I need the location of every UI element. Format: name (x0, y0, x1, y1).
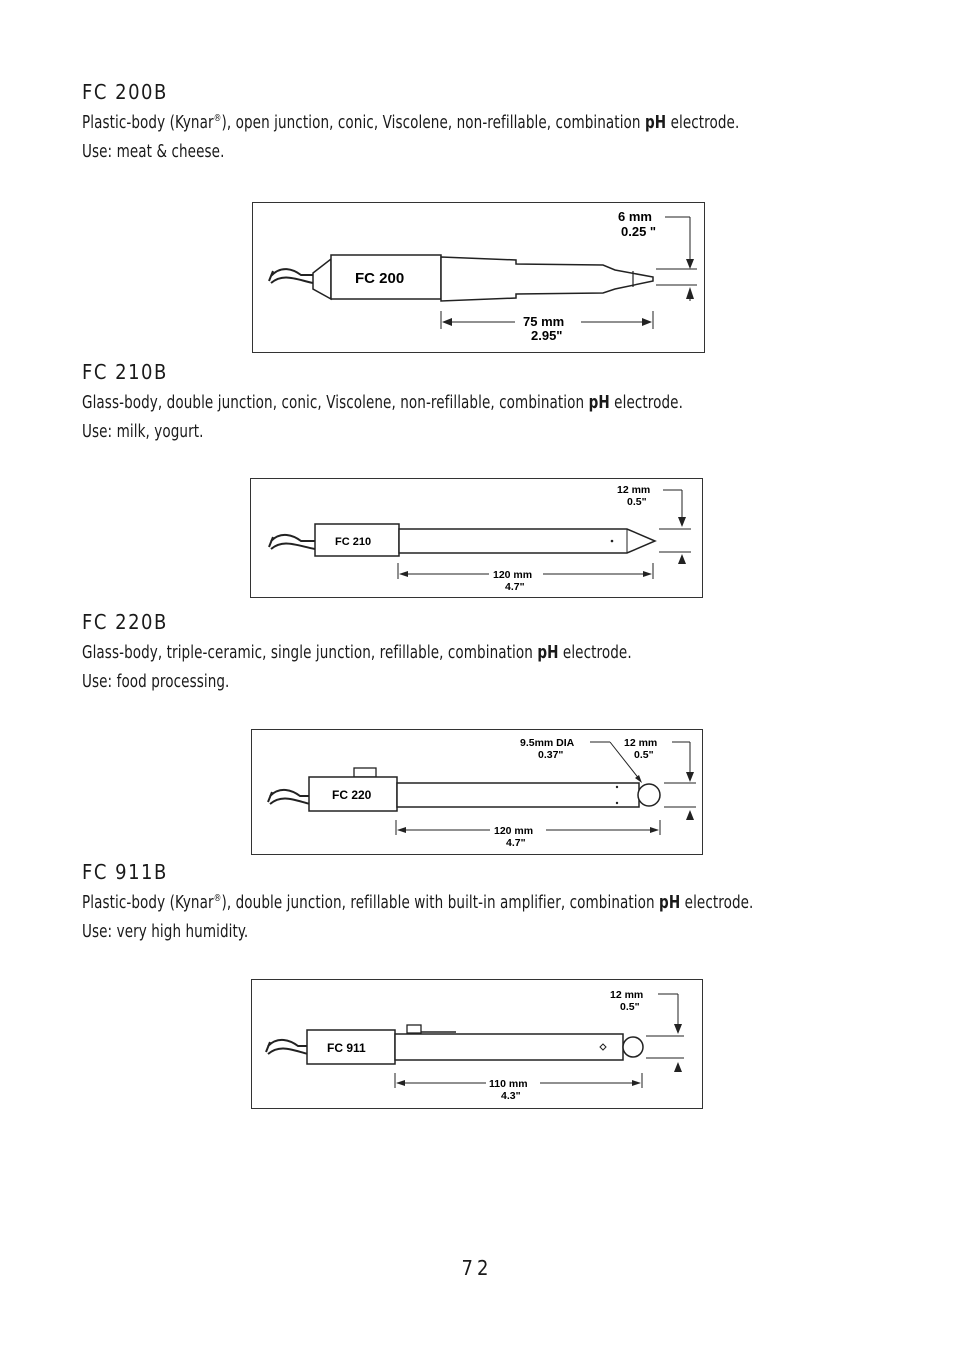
length-dimension-mm: 120 mm (494, 825, 533, 837)
tip-dimension-mm: 12 mm (617, 484, 650, 496)
electrode-diagram-fc220: FC 220 9.5mm DIA 0.37" 12 mm 0.5" 120 mm… (251, 729, 703, 855)
electrode-cap (308, 776, 398, 812)
product-description: Glass-body, triple-ceramic, single junct… (82, 643, 632, 663)
tip-dimension-in: 0.5" (620, 1001, 640, 1013)
electrode-bulb (622, 1036, 644, 1058)
product-section-fc210b: FC 210B Glass-body, double junction, con… (82, 360, 902, 442)
length-dimension-in: 4.7" (505, 581, 525, 593)
electrode-diagram-fc911: FC 911 12 mm 0.5" 110 mm 4.3" (251, 979, 703, 1109)
product-heading: FC 210B (82, 360, 168, 384)
product-use: Use: food processing. (82, 672, 230, 692)
product-use: Use: very high humidity. (82, 922, 249, 942)
tip-dimension-mm: 12 mm (610, 989, 643, 1001)
electrode-label: FC 220 (332, 788, 372, 802)
cable-icon (268, 268, 313, 282)
tip-dimension-in: 0.25 " (621, 224, 656, 239)
product-use: Use: milk, yogurt. (82, 422, 204, 442)
product-heading: FC 220B (82, 610, 168, 634)
electrode-label: FC 911 (327, 1041, 366, 1055)
diameter-dimension-mm: 9.5mm DIA (520, 737, 575, 749)
length-dimension-in: 4.3" (501, 1090, 521, 1102)
length-dimension-in: 4.7" (506, 837, 526, 849)
electrode-body (440, 256, 654, 302)
length-dimension-mm: 75 mm (523, 314, 564, 329)
tip-dimension-mm: 6 mm (618, 209, 652, 224)
tip-dimension-in: 0.5" (634, 749, 654, 761)
product-use: Use: meat & cheese. (82, 142, 225, 162)
page-number: 72 (461, 1256, 493, 1280)
length-dimension-mm: 120 mm (493, 569, 532, 581)
product-section-fc220b: FC 220B Glass-body, triple-ceramic, sing… (82, 610, 902, 692)
electrode-diagram-fc200: FC 200 6 mm 0.25 " 75 mm 2.95" (252, 202, 705, 353)
product-section-fc911b: FC 911B Plastic-body (Kynar®), double ju… (82, 860, 902, 942)
electrode-label: FC 200 (355, 270, 404, 287)
diameter-dimension-in: 0.37" (538, 749, 563, 761)
cable-icon (267, 789, 310, 803)
electrode-body (394, 1033, 624, 1061)
product-section-fc200b: FC 200B Plastic-body (Kynar®), open junc… (82, 80, 902, 162)
cable-icon (268, 534, 315, 548)
product-description: Glass-body, double junction, conic, Visc… (82, 393, 683, 413)
product-description: Plastic-body (Kynar®), double junction, … (82, 893, 754, 913)
electrode-body (396, 782, 640, 808)
electrode-bulb (637, 783, 661, 807)
length-dimension-in: 2.95" (531, 328, 562, 343)
electrode-body (398, 528, 657, 554)
product-description: Plastic-body (Kynar®), open junction, co… (82, 113, 740, 133)
product-heading: FC 200B (82, 80, 168, 104)
cable-icon (265, 1039, 308, 1053)
length-dimension-mm: 110 mm (489, 1078, 528, 1090)
electrode-label: FC 210 (335, 536, 371, 548)
product-heading: FC 911B (82, 860, 168, 884)
tip-dimension-mm: 12 mm (624, 737, 657, 749)
electrode-diagram-fc210: FC 210 12 mm 0.5" 120 mm 4.7" (250, 478, 703, 598)
tip-dimension-in: 0.5" (627, 496, 647, 508)
